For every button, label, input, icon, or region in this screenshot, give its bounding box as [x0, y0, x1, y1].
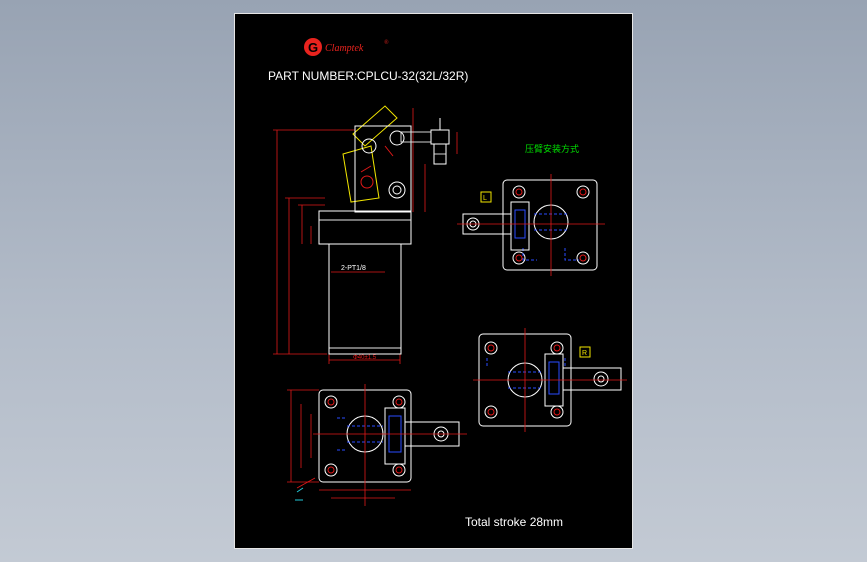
logo-letter: G — [308, 40, 318, 55]
plan-view — [287, 384, 467, 506]
total-stroke-note: Total stroke 28mm — [465, 515, 563, 529]
bottom-dimension-label: Φ40±1.5 — [353, 355, 377, 361]
variant-l-label: L — [483, 195, 487, 202]
drawing-sheet: G Clamptek ® PART NUMBER: CPLCU-32(32L/3… — [234, 13, 633, 549]
port-label: 2-PT1/8 — [341, 265, 366, 272]
variant-l-view: L — [457, 174, 605, 276]
cad-drawing: G Clamptek ® PART NUMBER: CPLCU-32(32L/3… — [268, 38, 627, 529]
part-number-value: CPLCU-32(32L/32R) — [357, 69, 468, 83]
brand-name: Clamptek — [325, 43, 364, 54]
variant-r-view: R — [473, 328, 627, 432]
variant-r-label: R — [582, 350, 587, 357]
side-view: Φ40±1.5 2-PT1/8 — [273, 105, 458, 364]
mounting-title-cn: 压臂安装方式 — [525, 143, 579, 154]
part-number-label: PART NUMBER: — [268, 69, 357, 83]
brand-mark: ® — [384, 39, 389, 46]
brand-logo: G Clamptek ® — [304, 38, 389, 56]
